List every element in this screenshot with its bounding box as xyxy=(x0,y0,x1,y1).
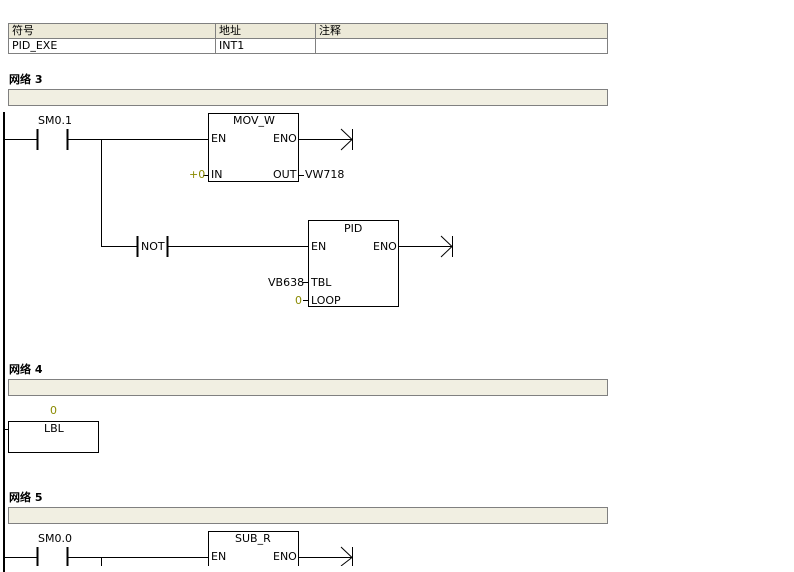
pid-tbl: TBL xyxy=(311,276,332,289)
lbl-title[interactable]: LBL xyxy=(44,422,64,435)
pid-title[interactable]: PID xyxy=(344,222,363,235)
sub-r-title[interactable]: SUB_R xyxy=(235,532,271,545)
symbol-table-header: 符号 地址 注释 xyxy=(8,23,608,39)
symbol-table: 符号 地址 注释 PID_EXE INT1 xyxy=(8,23,608,54)
mov-w-box xyxy=(208,113,299,182)
header-comment[interactable]: 注释 xyxy=(315,23,608,39)
network-3-comment[interactable] xyxy=(8,89,608,106)
pid-tbl-value[interactable]: VB638 xyxy=(268,276,305,289)
cell-address[interactable]: INT1 xyxy=(215,38,316,54)
pid-loop: LOOP xyxy=(311,294,341,307)
network-4-comment[interactable] xyxy=(8,379,608,396)
cell-comment[interactable] xyxy=(315,38,608,54)
mov-w-en: EN xyxy=(211,132,227,145)
contact-sm0-0-label[interactable]: SM0.0 xyxy=(38,532,72,545)
mov-w-in-value[interactable]: +0 xyxy=(189,168,206,181)
network-5-comment[interactable] xyxy=(8,507,608,524)
network-3-title[interactable]: 网络 3 xyxy=(9,73,43,86)
lbl-value[interactable]: 0 xyxy=(50,404,57,417)
mov-w-out-value[interactable]: VW718 xyxy=(305,168,345,181)
network-5-title[interactable]: 网络 5 xyxy=(9,491,43,504)
sub-r-eno: ENO xyxy=(273,550,297,563)
not-contact-label[interactable]: NOT xyxy=(141,240,165,253)
power-rail xyxy=(3,112,5,572)
mov-w-eno: ENO xyxy=(273,132,297,145)
cell-symbol[interactable]: PID_EXE xyxy=(8,38,216,54)
pid-box xyxy=(308,220,399,307)
lbl-box xyxy=(8,421,99,453)
sub-r-en: EN xyxy=(211,550,227,563)
header-symbol[interactable]: 符号 xyxy=(8,23,216,39)
sub-r-box xyxy=(208,531,299,566)
mov-w-out: OUT xyxy=(273,168,297,181)
network-4-title[interactable]: 网络 4 xyxy=(9,363,43,376)
table-row[interactable]: PID_EXE INT1 xyxy=(8,38,608,54)
mov-w-title[interactable]: MOV_W xyxy=(233,114,275,127)
pid-loop-value[interactable]: 0 xyxy=(295,294,302,307)
pid-eno: ENO xyxy=(373,240,397,253)
contact-sm0-1-label[interactable]: SM0.1 xyxy=(38,114,72,127)
header-address[interactable]: 地址 xyxy=(215,23,316,39)
mov-w-in: IN xyxy=(211,168,223,181)
pid-en: EN xyxy=(311,240,327,253)
